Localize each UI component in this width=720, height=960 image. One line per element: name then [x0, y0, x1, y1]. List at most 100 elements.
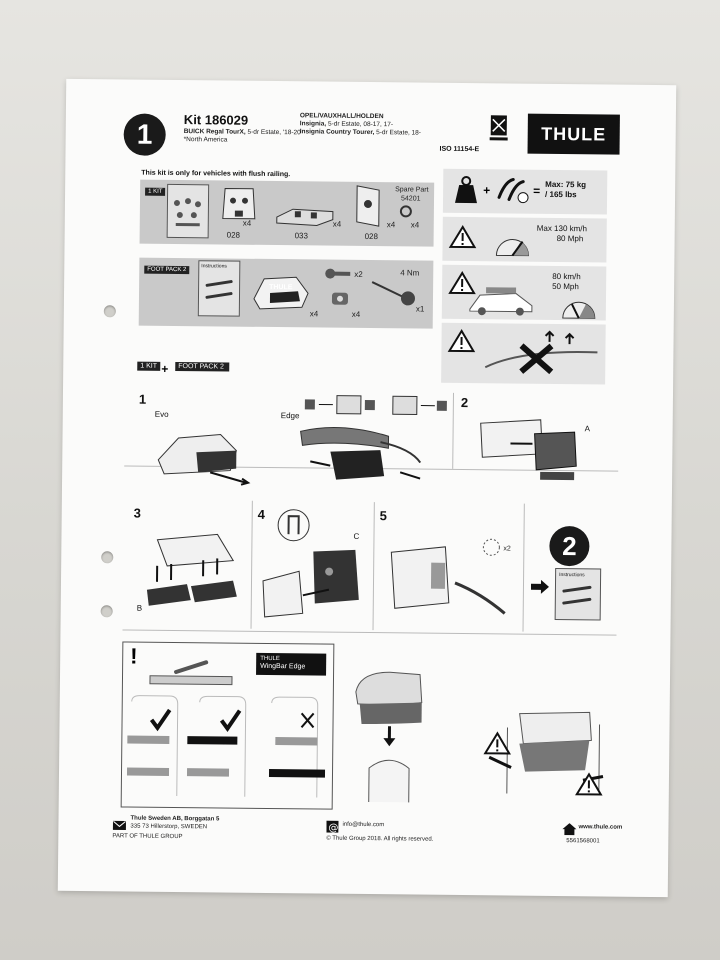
website-link[interactable]: www.thule.com [578, 824, 623, 831]
punch-hole [100, 605, 113, 618]
step-1-number: 1 [138, 391, 147, 407]
column-divider [372, 502, 375, 631]
warning-triangle-icon [483, 731, 511, 760]
next-instructions-sheet: Instructions [554, 567, 602, 621]
warning-triangle-icon [448, 225, 477, 254]
kit-tag: 1 KIT [145, 187, 166, 196]
speedometer-icon [492, 223, 532, 259]
speedometer-icon [560, 290, 598, 320]
tool-qty: x1 [415, 304, 425, 314]
roof-bars-icon [495, 175, 531, 205]
torque-value: 4 Nm [400, 268, 420, 278]
part-qty: x4 [242, 218, 252, 228]
max-load: Max: 75 kg/ 165 lbs [545, 179, 587, 200]
step-number-badge: 1 [123, 113, 166, 156]
row-divider [122, 629, 617, 636]
part-code: 028 [364, 231, 379, 242]
equals-sign: = [533, 183, 541, 198]
step-4-label-c: C [353, 531, 360, 541]
column-divider [250, 500, 253, 629]
combo-plus: + [161, 361, 169, 376]
combo-kit-tag: 1 KIT [137, 361, 161, 371]
evo-foot-illustration [150, 420, 261, 491]
keys-qty: x2 [354, 269, 363, 279]
flush-railing-notice: This kit is only for vehicles with flush… [141, 169, 291, 179]
foot-fit-illustration-2 [479, 683, 620, 814]
step-4-number: 4 [257, 506, 266, 522]
car-with-load-icon [466, 279, 536, 318]
weight-icon [453, 175, 479, 205]
step-4-illustration [259, 541, 370, 626]
support-email[interactable]: info@thule.com [342, 821, 385, 829]
edge-label: Edge [280, 411, 300, 421]
instructions-label: Instructions [201, 263, 227, 270]
thule-logo: THULE [527, 113, 620, 155]
foot-unit-icon [250, 271, 310, 314]
part-code: 033 [294, 231, 309, 241]
bracket-028-icon [217, 184, 261, 224]
lock-cylinder-icon [330, 290, 350, 308]
evo-label: Evo [154, 409, 169, 419]
svg-text:@: @ [328, 823, 338, 833]
mail-icon [112, 817, 126, 830]
punch-hole [101, 551, 114, 564]
copyright: © Thule Group 2018. All rights reserved. [326, 835, 434, 843]
key-icon [324, 266, 354, 282]
torque-tool-icon [368, 278, 420, 307]
kit-title: Kit 186029 [183, 112, 249, 128]
foot-pack-instructions-sheet: Instructions [197, 260, 241, 317]
step-3-label-b: B [136, 603, 143, 613]
next-step-badge: 2 [549, 525, 590, 567]
step-5-qty: x2 [503, 545, 511, 553]
part-code: 028 [226, 230, 241, 240]
spare-part-code: 54201 [400, 195, 421, 203]
part-qty: x4 [332, 219, 342, 229]
step-3-illustration [137, 520, 248, 621]
bar-fit-comparison [125, 691, 330, 803]
step-5-illustration [385, 532, 520, 623]
instruction-sheet: 1 Kit 186029 BUICK Regal TourX, 5-dr Est… [57, 78, 677, 898]
at-icon: @ [326, 820, 339, 834]
crest-icon [489, 113, 509, 147]
thule-group-note: PART OF THULE GROUP [112, 833, 183, 841]
locks-qty: x4 [351, 309, 361, 319]
warning-exclamation: ! [130, 643, 138, 669]
step-3-number: 3 [133, 505, 142, 521]
step-5-number: 5 [379, 508, 388, 524]
arrow-right-icon [530, 579, 549, 594]
warning-triangle-icon [447, 329, 476, 358]
home-icon [562, 822, 577, 836]
warning-triangle-icon [448, 271, 476, 300]
spare-part-qty: x4 [410, 220, 420, 230]
instructions-label: Instructions [559, 572, 585, 579]
foot-brand: THULE [269, 283, 293, 292]
vehicle-buick: BUICK Regal TourX, 5-dr Estate, '18-20 *… [183, 128, 301, 144]
step-2-number: 2 [460, 394, 469, 411]
combo-foot-tag: FOOT PACK 2 [175, 361, 230, 372]
edge-foot-illustration [280, 421, 431, 493]
kit-instructions-sheet [166, 183, 210, 239]
warning-triangle-icon [575, 772, 603, 801]
plus-sign: + [483, 183, 491, 198]
iso-standard: ISO 11154-E [439, 145, 480, 154]
feet-qty: x4 [309, 309, 319, 319]
bar-illustration [146, 658, 236, 689]
step-2-illustration [470, 413, 611, 484]
spare-part-label: Spare Part [395, 186, 429, 194]
punch-hole [103, 305, 116, 318]
step-2-label-a: A [584, 424, 591, 434]
foot-pack-tag: FOOT PACK 2 [144, 265, 190, 275]
foot-fit-illustration-1 [349, 652, 441, 803]
column-divider [522, 503, 525, 632]
bracket-028b-icon [353, 184, 383, 230]
pad-033-icon [275, 203, 335, 228]
part-qty: x4 [386, 220, 396, 230]
document-number: 5561568001 [566, 838, 600, 845]
step-4-detail-circle [277, 509, 310, 542]
spare-screw-icon [399, 204, 413, 218]
vehicle-opel: OPEL/VAUXHALL/HOLDEN Insignia, 5-dr Esta… [299, 112, 422, 137]
crossed-roof-icon [481, 327, 602, 380]
